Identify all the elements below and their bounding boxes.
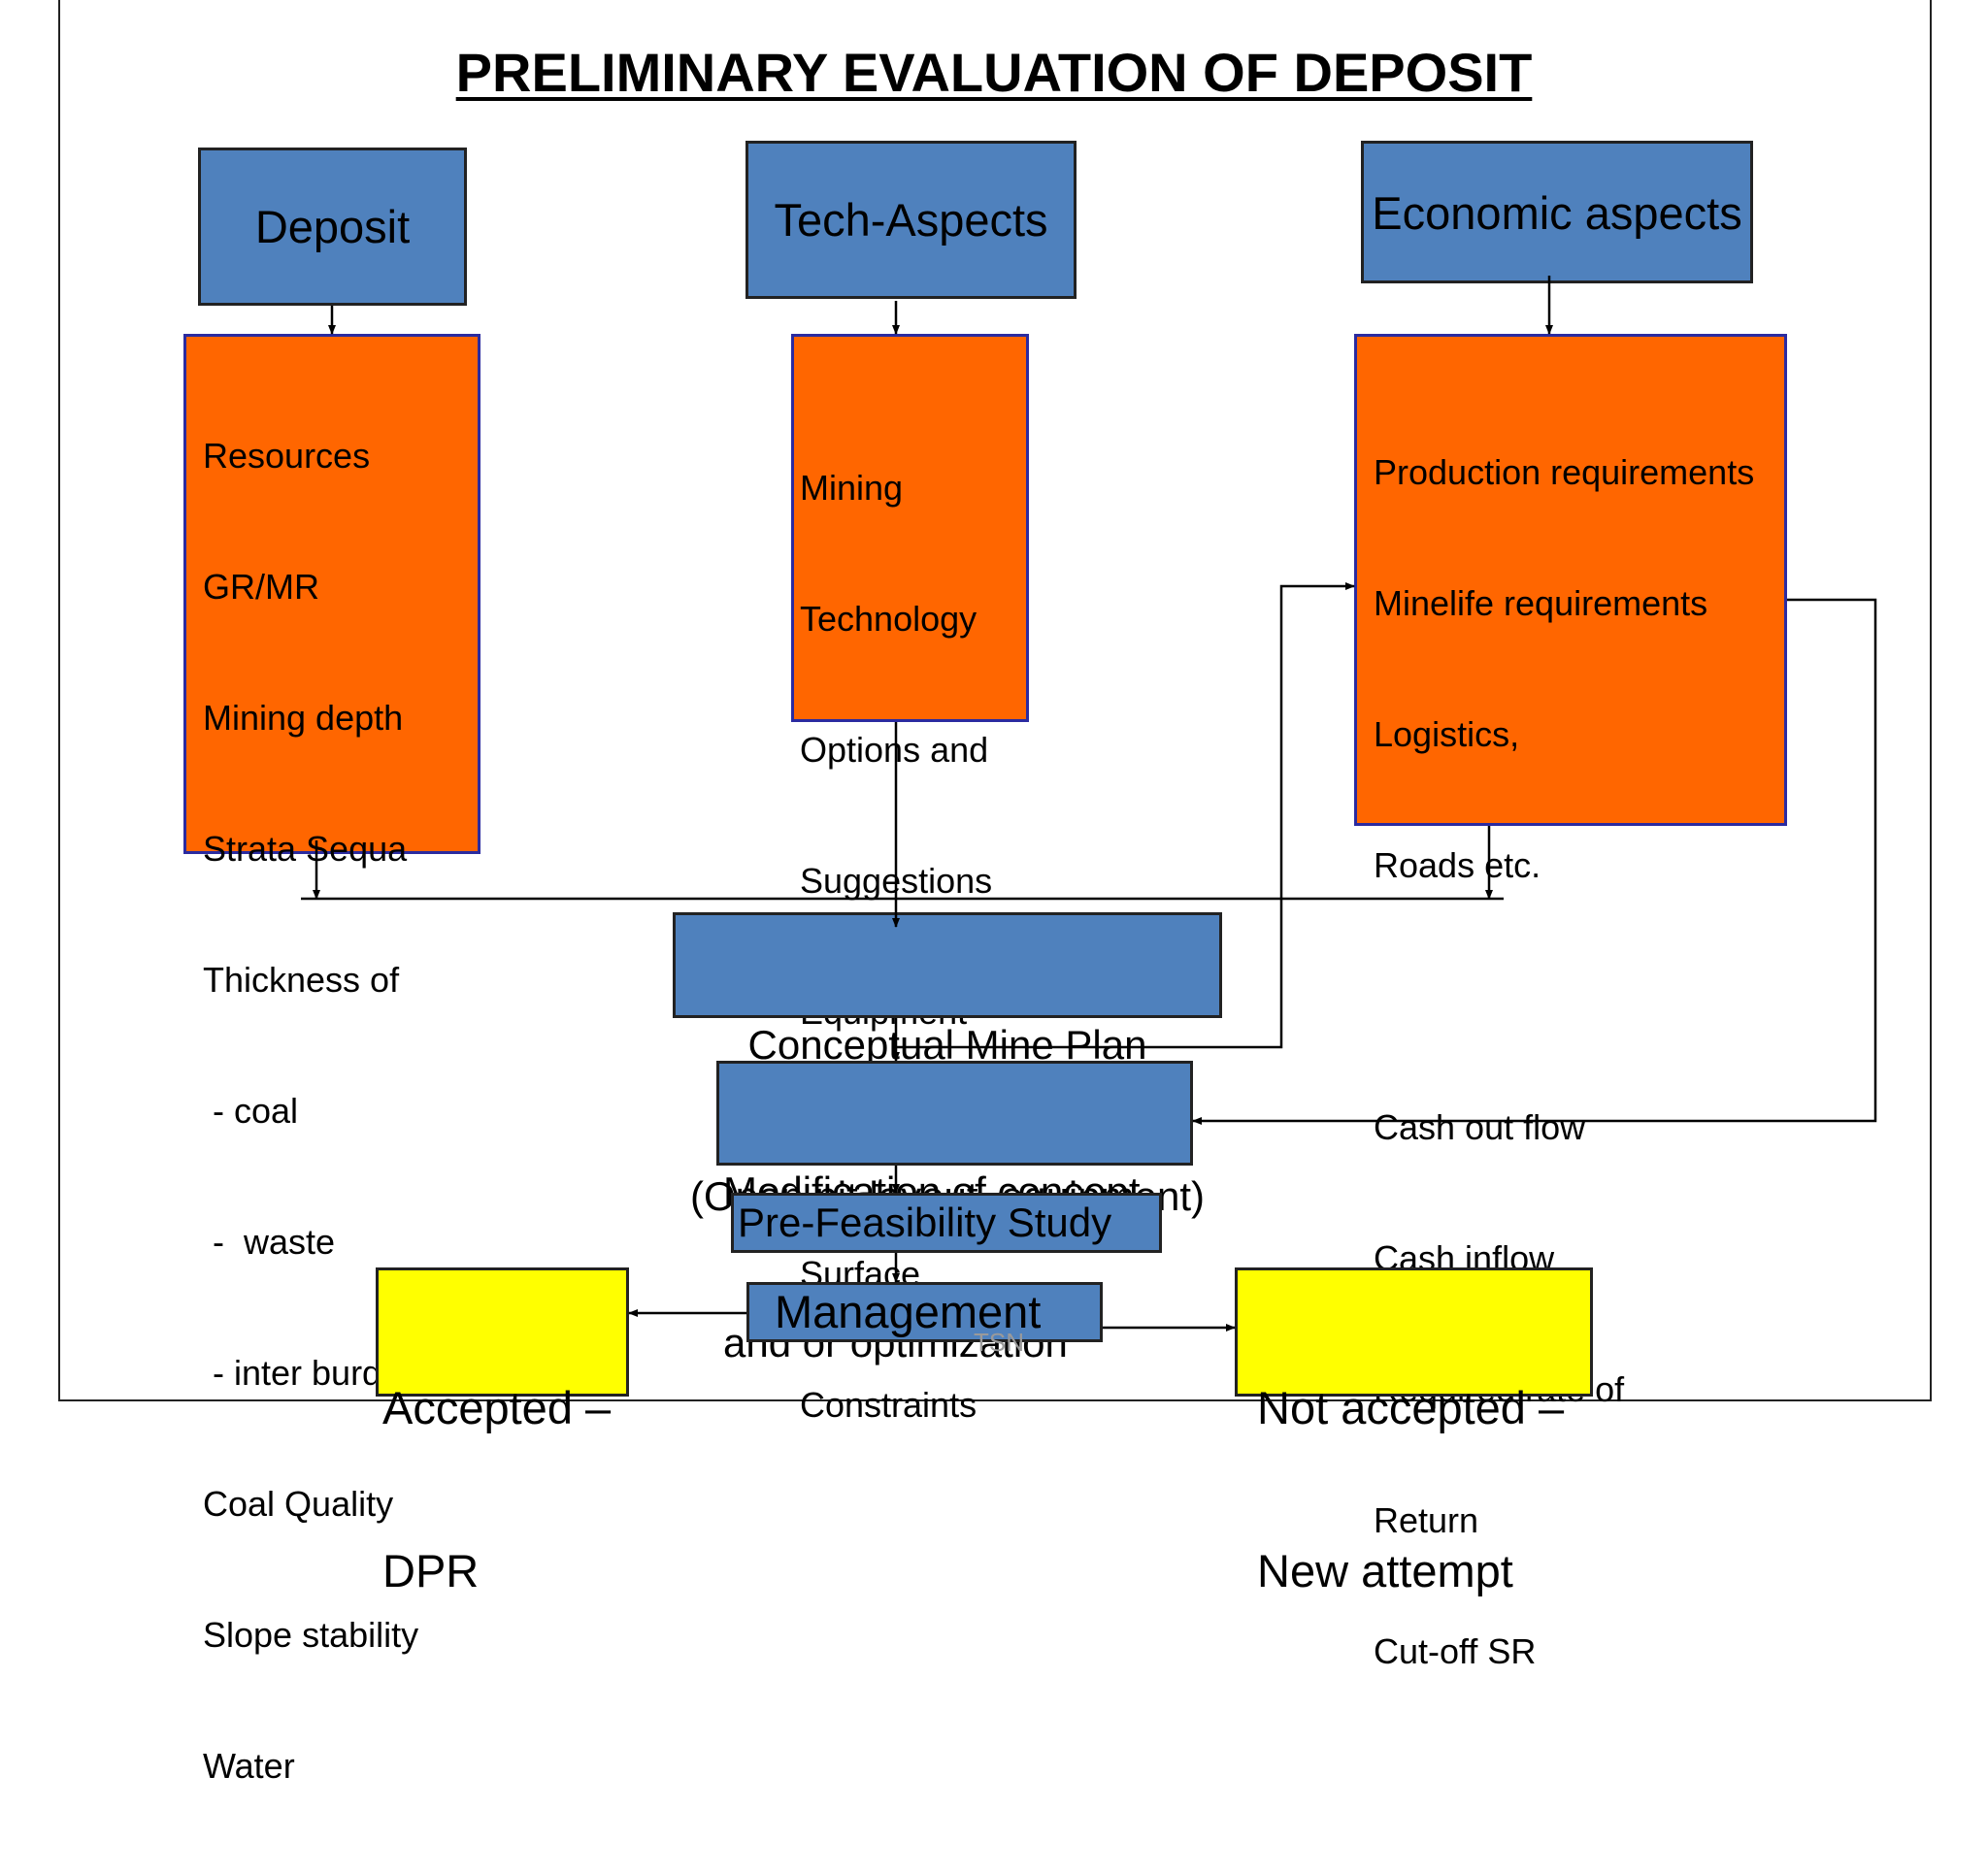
list-item: Mining depth xyxy=(203,698,404,738)
pre-feasibility-study-box: Pre-Feasibility Study xyxy=(731,1193,1162,1253)
list-item: Roads etc. xyxy=(1374,845,1541,885)
list-item: Options and xyxy=(800,730,989,770)
economic-details-box: Production requirements Minelife require… xyxy=(1354,334,1787,1671)
connector-lines xyxy=(301,276,1877,1332)
list-item: Thickness of xyxy=(203,960,400,1000)
accepted-line2: DPR xyxy=(382,1545,480,1596)
conceptual-mine-plan-box: Conceptual Mine Plan (Open pit layout, e… xyxy=(673,912,1222,1219)
pre-feasibility-study-label: Pre-Feasibility Study xyxy=(738,1200,1112,1245)
list-item: Minelife requirements xyxy=(1374,583,1708,623)
slide-frame xyxy=(58,0,1932,1401)
not-accepted-line2: New attempt xyxy=(1257,1545,1513,1596)
economic-details-list: Production requirements Minelife require… xyxy=(1374,363,1754,1760)
page-title: PRELIMINARY EVALUATION OF DEPOSIT xyxy=(455,42,1533,103)
management-label: Management xyxy=(775,1286,1042,1337)
list-item: Mining xyxy=(800,468,904,508)
economic-aspects-header-box: Economic aspects xyxy=(1361,141,1753,283)
deposit-header-box: Deposit xyxy=(198,148,467,306)
tech-aspects-header-label: Tech-Aspects xyxy=(774,194,1048,246)
tech-aspects-header-box: Tech-Aspects xyxy=(746,141,1077,299)
watermark-text: TSN xyxy=(974,1328,1024,1357)
deposit-header-label: Deposit xyxy=(254,201,411,252)
list-item: Strata Sequa xyxy=(203,829,408,869)
management-box: Management xyxy=(746,1282,1103,1342)
list-item: Technology xyxy=(800,599,977,639)
list-item: - coal xyxy=(203,1091,299,1131)
list-item: GR/MR xyxy=(203,567,319,607)
conceptual-mine-plan-title: Conceptual Mine Plan xyxy=(747,1022,1147,1068)
list-item: - waste xyxy=(203,1222,336,1262)
list-item: Production requirements xyxy=(1374,452,1755,492)
list-item: Cash out flow xyxy=(1374,1107,1586,1147)
feedback-loop-to-modification xyxy=(1192,598,1877,1125)
list-item: Water xyxy=(203,1746,295,1786)
economic-aspects-header-label: Economic aspects xyxy=(1372,187,1742,239)
list-item: Resources xyxy=(203,436,371,476)
list-item: Logistics, xyxy=(1374,714,1520,754)
feedback-loop-to-economic xyxy=(896,582,1355,1049)
